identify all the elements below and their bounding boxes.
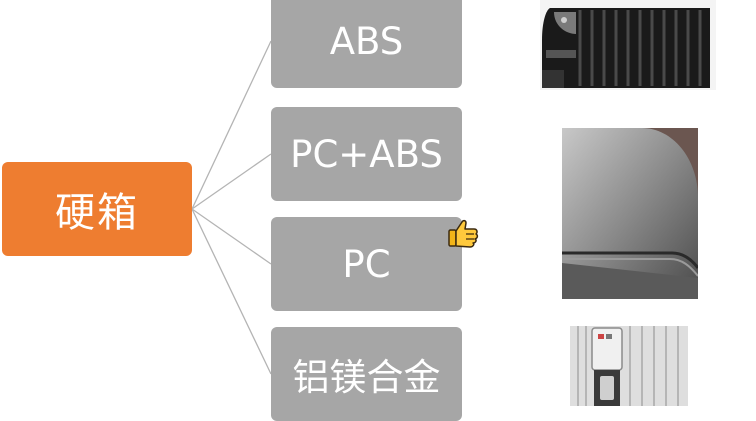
material-label: PC <box>342 242 391 286</box>
material-node-aluminum-magnesium: 铝镁合金 <box>271 327 462 421</box>
material-label: ABS <box>329 19 404 63</box>
thumbs-up-icon <box>448 219 479 248</box>
connector-abs <box>191 40 272 210</box>
material-node-abs: ABS <box>271 0 462 88</box>
connector-alu <box>191 208 272 375</box>
material-label: PC+ABS <box>290 132 443 176</box>
connector-pc <box>191 208 272 265</box>
root-label: 硬箱 <box>55 190 139 236</box>
material-node-pc: PC <box>271 217 462 311</box>
connector-pc-abs <box>191 153 272 210</box>
root-node-hard-case: 硬箱 <box>2 162 192 256</box>
material-label: 铝镁合金 <box>292 356 441 399</box>
pc-suitcase-photo <box>562 128 698 299</box>
tree-connectors <box>191 40 272 375</box>
abs-suitcase-photo <box>540 0 716 90</box>
material-node-pc-abs: PC+ABS <box>271 107 462 201</box>
aluminum-suitcase-photo <box>570 326 688 406</box>
